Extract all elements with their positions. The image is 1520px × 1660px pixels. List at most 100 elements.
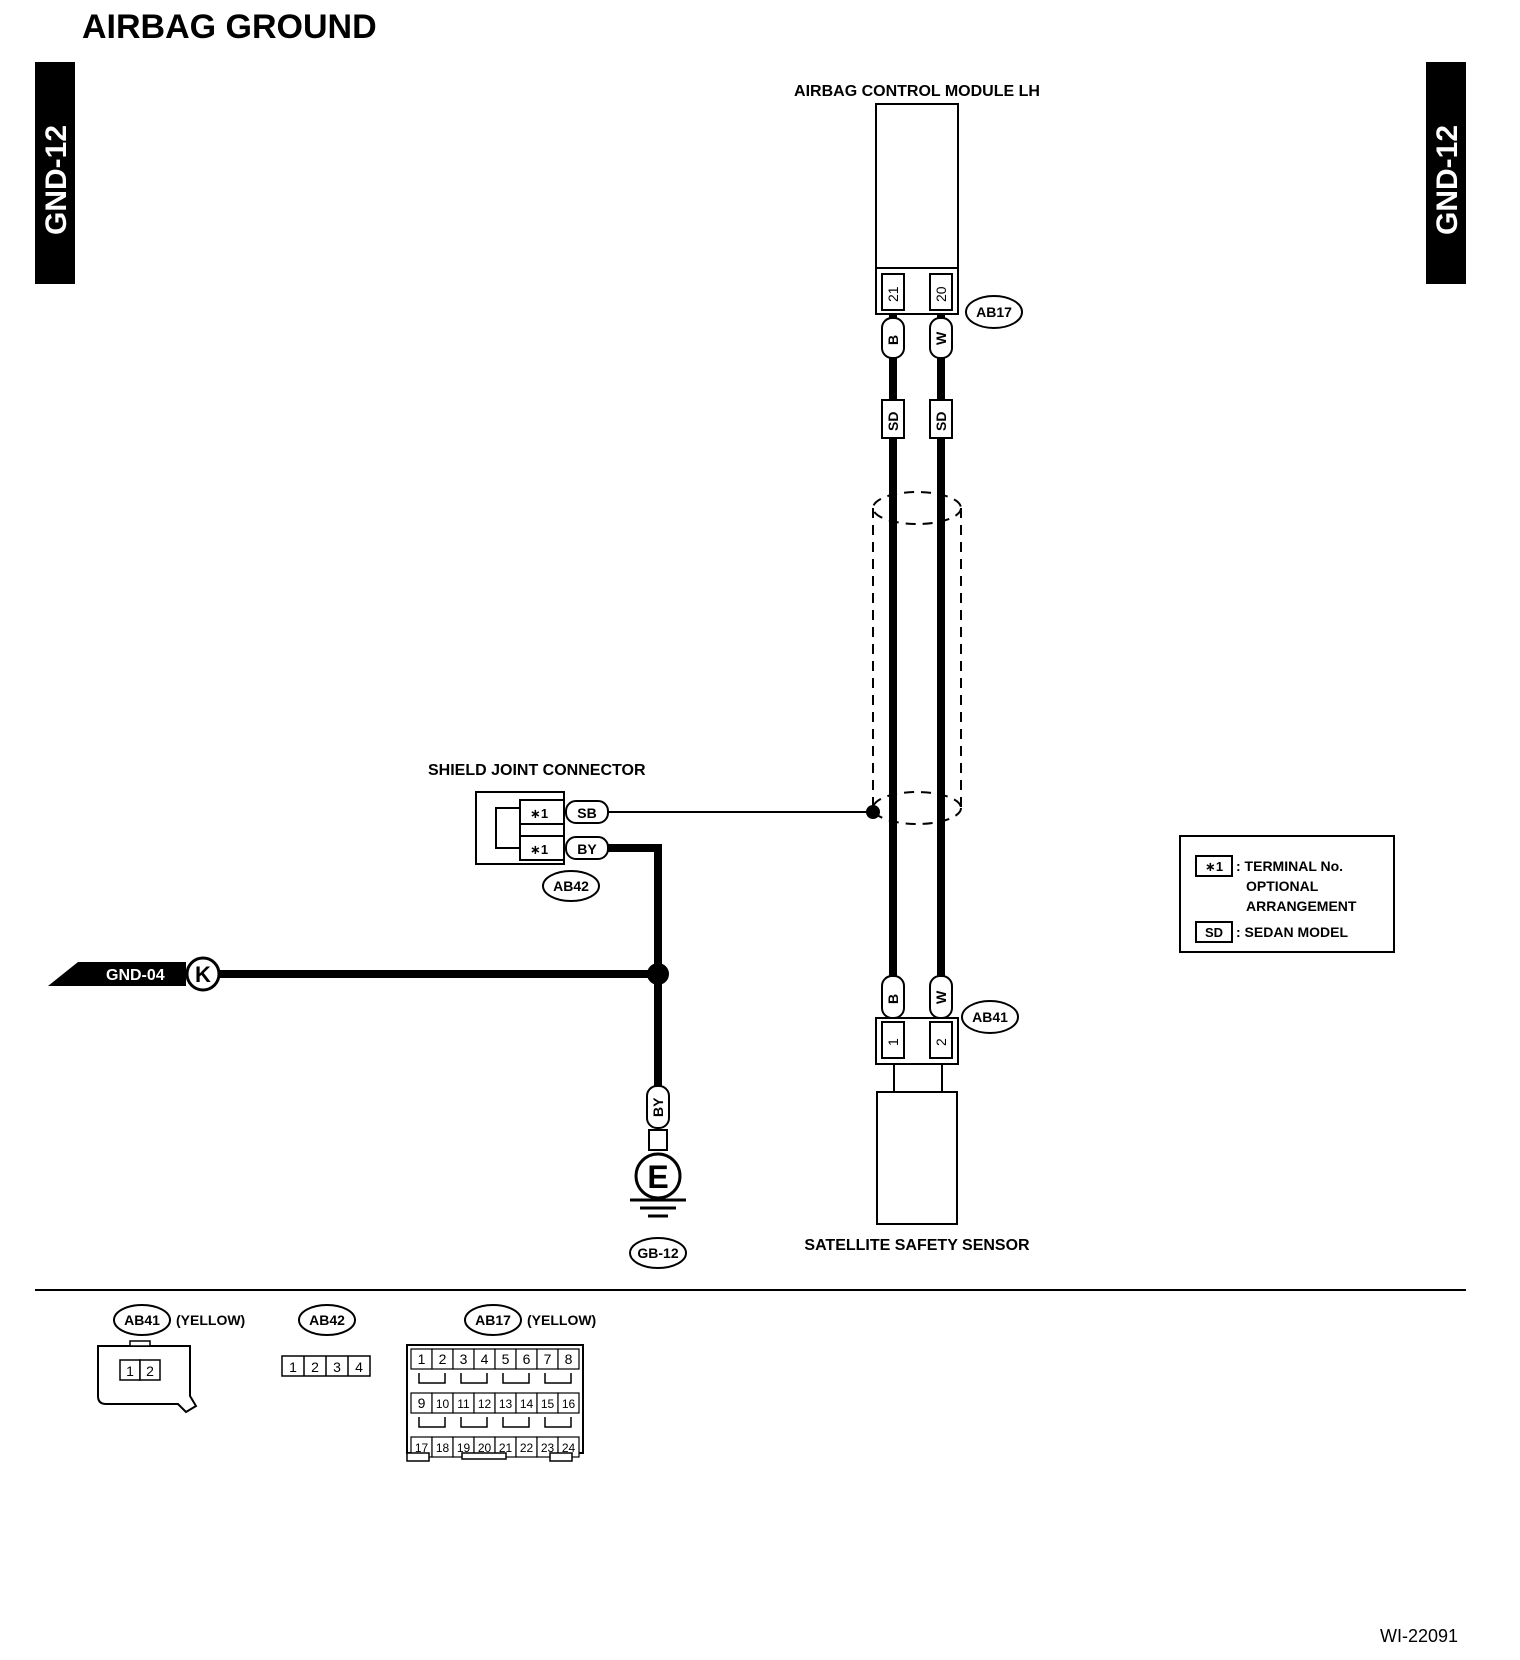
off-page-gnd-04: GND-04 K <box>48 956 221 992</box>
control-module-label: AIRBAG CONTROL MODULE LH <box>794 83 1040 100</box>
wire-pill-b-top: B <box>881 317 905 359</box>
wire-pill-sb: SB <box>577 805 596 821</box>
ab17-pin-20: 20 <box>933 286 949 302</box>
control-module-body <box>875 103 959 269</box>
svg-text:2: 2 <box>311 1359 319 1375</box>
ab17-pin-label: 3 <box>460 1351 468 1367</box>
ground-letter: E <box>647 1159 668 1195</box>
ab41-pin-1: 1 <box>885 1038 901 1046</box>
wire-by <box>608 844 662 1088</box>
ground-splice-dot <box>647 963 669 985</box>
side-tab-left: GND-12 <box>35 62 75 284</box>
ab42-tag: AB42 <box>542 870 600 902</box>
ab17-pin-cell <box>557 1392 580 1414</box>
ab17-pin-label: 22 <box>520 1441 534 1455</box>
svg-text:AB41: AB41 <box>972 1009 1008 1025</box>
ab17-pin-label: 10 <box>436 1397 450 1411</box>
ab17-latch-mark <box>460 1373 488 1384</box>
ab17-pin-label: 9 <box>418 1395 426 1411</box>
ab17-pin-label: 1 <box>418 1351 426 1367</box>
figure-id: WI-22091 <box>1380 1626 1458 1646</box>
shield-splice-dot <box>866 805 880 819</box>
ab17-pin-label: 8 <box>565 1351 573 1367</box>
connector-view-ab41: AB41 (YELLOW) 1 2 <box>97 1304 245 1414</box>
sensor-neck <box>893 1063 943 1093</box>
svg-text:B: B <box>885 335 901 345</box>
ab17-latch-mark <box>502 1373 530 1384</box>
svg-text:(YELLOW): (YELLOW) <box>527 1312 596 1328</box>
ab41-tag: AB41 <box>961 1000 1019 1034</box>
ab17-pin-label: 24 <box>562 1441 576 1455</box>
svg-text:1: 1 <box>126 1363 134 1379</box>
wire-pill-b-bottom: B <box>881 975 905 1019</box>
svg-text:B: B <box>885 994 901 1004</box>
svg-text:AB17: AB17 <box>475 1312 511 1328</box>
svg-text:(YELLOW): (YELLOW) <box>176 1312 245 1328</box>
ab17-tag-label: AB17 <box>976 304 1012 320</box>
svg-text:4: 4 <box>355 1359 363 1375</box>
svg-text:W: W <box>933 331 949 345</box>
ab17-pin-21: 21 <box>885 286 901 302</box>
side-tab-left-label: GND-12 <box>40 125 73 235</box>
ab17-pin-label: 17 <box>415 1441 429 1455</box>
wire-pill-by-ground: BY <box>646 1085 670 1129</box>
ab17-pin-label: 2 <box>439 1351 447 1367</box>
ab17-pin-label: 18 <box>436 1441 450 1455</box>
ab42-pin-sb: ∗1 <box>530 806 548 821</box>
legend-sd-text: : SEDAN MODEL <box>1236 924 1348 940</box>
ab17-latch-mark <box>418 1417 446 1428</box>
ab17-latch-mark <box>460 1417 488 1428</box>
ab17-pin-label: 15 <box>541 1397 555 1411</box>
legend-star-line1: : TERMINAL No. <box>1236 858 1343 874</box>
sd-tag-w: SD <box>929 399 953 439</box>
ab17-pin-label: 5 <box>502 1351 510 1367</box>
ab42-pin-by: ∗1 <box>530 842 548 857</box>
ab17-latch-mark <box>544 1373 572 1384</box>
svg-text:GB-12: GB-12 <box>637 1245 678 1261</box>
wire-pill-by: BY <box>577 841 597 857</box>
svg-text:SD: SD <box>885 412 901 431</box>
shield-joint-connector: ∗1 ∗1 SB BY <box>475 791 609 865</box>
diagram-title: AIRBAG GROUND <box>82 8 377 46</box>
ab17-pin-label: 16 <box>562 1397 576 1411</box>
svg-text:BY: BY <box>650 1097 666 1117</box>
sensor-body <box>876 1091 958 1225</box>
ab17-pin-label: 20 <box>478 1441 492 1455</box>
gb12-tag: GB-12 <box>629 1237 687 1269</box>
ab17-pin-cell <box>557 1348 580 1370</box>
shield-joint-label: SHIELD JOINT CONNECTOR <box>428 762 646 779</box>
ab17-pin-label: 23 <box>541 1441 555 1455</box>
connector-view-ab42: AB42 1 2 3 4 <box>281 1304 371 1377</box>
svg-text:AB42: AB42 <box>553 878 589 894</box>
ab17-pin-label: 7 <box>544 1351 552 1367</box>
side-tab-right-label: GND-12 <box>1431 125 1464 235</box>
ab17-pin-label: 13 <box>499 1397 513 1411</box>
wire-pill-w-top: W <box>929 317 953 359</box>
ab17-pin-label: 21 <box>499 1441 513 1455</box>
side-tab-right: GND-12 <box>1426 62 1466 284</box>
svg-text:AB42: AB42 <box>309 1312 345 1328</box>
legend-sd-key: SD <box>1205 925 1223 940</box>
legend-star-line2: OPTIONAL <box>1246 878 1319 894</box>
ab17-pin-label: 14 <box>520 1397 534 1411</box>
ground-symbol: E <box>630 1152 686 1218</box>
ab17-tag: AB17 <box>965 295 1023 329</box>
ab17-latch-mark <box>418 1373 446 1384</box>
ab17-pin-label: 4 <box>481 1351 489 1367</box>
shield-cylinder <box>872 491 962 825</box>
off-page-label: GND-04 <box>106 967 165 984</box>
ground-lug <box>648 1129 668 1151</box>
svg-text:1: 1 <box>289 1359 297 1375</box>
sd-tag-b: SD <box>881 399 905 439</box>
sensor-label: SATELLITE SAFETY SENSOR <box>804 1237 1030 1254</box>
legend-star-line3: ARRANGEMENT <box>1246 898 1357 914</box>
ab17-latch-mark <box>544 1417 572 1428</box>
wire-pill-w-bottom: W <box>929 975 953 1019</box>
ab17-pin-label: 12 <box>478 1397 492 1411</box>
ab17-pin-label: 11 <box>457 1397 470 1411</box>
ab17-pin-label: 19 <box>457 1441 471 1455</box>
svg-text:W: W <box>933 990 949 1004</box>
